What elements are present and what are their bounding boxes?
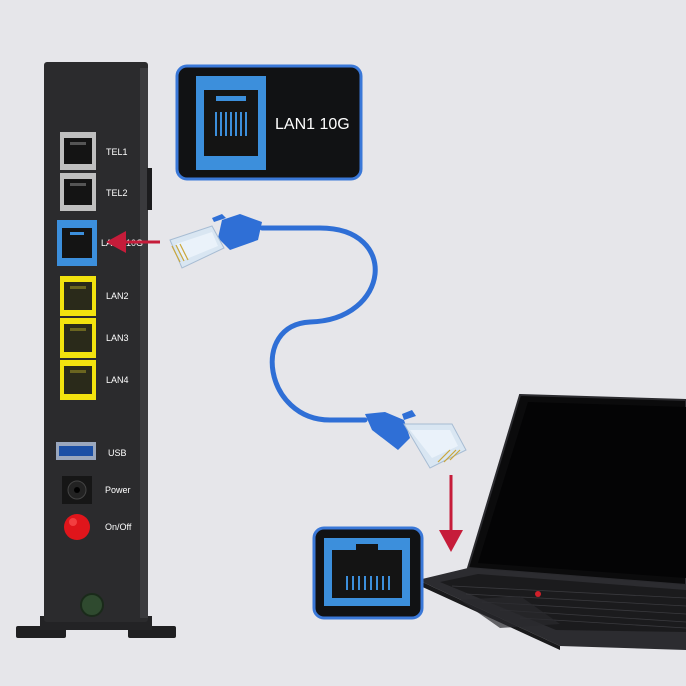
arrow-to-laptop <box>439 475 463 552</box>
on-off-button <box>64 514 90 540</box>
ethernet-plug-laptop <box>365 410 467 469</box>
power-label: Power <box>105 485 131 495</box>
laptop <box>416 393 686 650</box>
lan3-label: LAN3 <box>106 333 129 343</box>
router-side-edge <box>140 68 148 618</box>
laptop-touchpad <box>460 596 560 628</box>
router-side-tab <box>147 168 152 210</box>
on-off-label: On/Off <box>105 522 132 532</box>
arrow-to-router <box>106 231 160 253</box>
callout-lan1: LAN1 10G <box>175 64 363 181</box>
callout-label: LAN1 10G <box>275 116 350 133</box>
tel1-label: TEL1 <box>106 147 128 157</box>
lan2-label: LAN2 <box>106 291 129 301</box>
callout-laptop-port <box>312 526 424 620</box>
lan4-label: LAN4 <box>106 375 129 385</box>
ethernet-plug-router <box>169 214 262 269</box>
router: TEL1 TEL2 LAN1 10G LAN2 LAN3 LAN4 USB <box>16 62 176 638</box>
usb-label: USB <box>108 448 127 458</box>
laptop-trackpoint <box>535 591 541 597</box>
tel2-label: TEL2 <box>106 188 128 198</box>
router-bottom-knob <box>80 593 104 617</box>
ethernet-cable <box>259 225 378 423</box>
